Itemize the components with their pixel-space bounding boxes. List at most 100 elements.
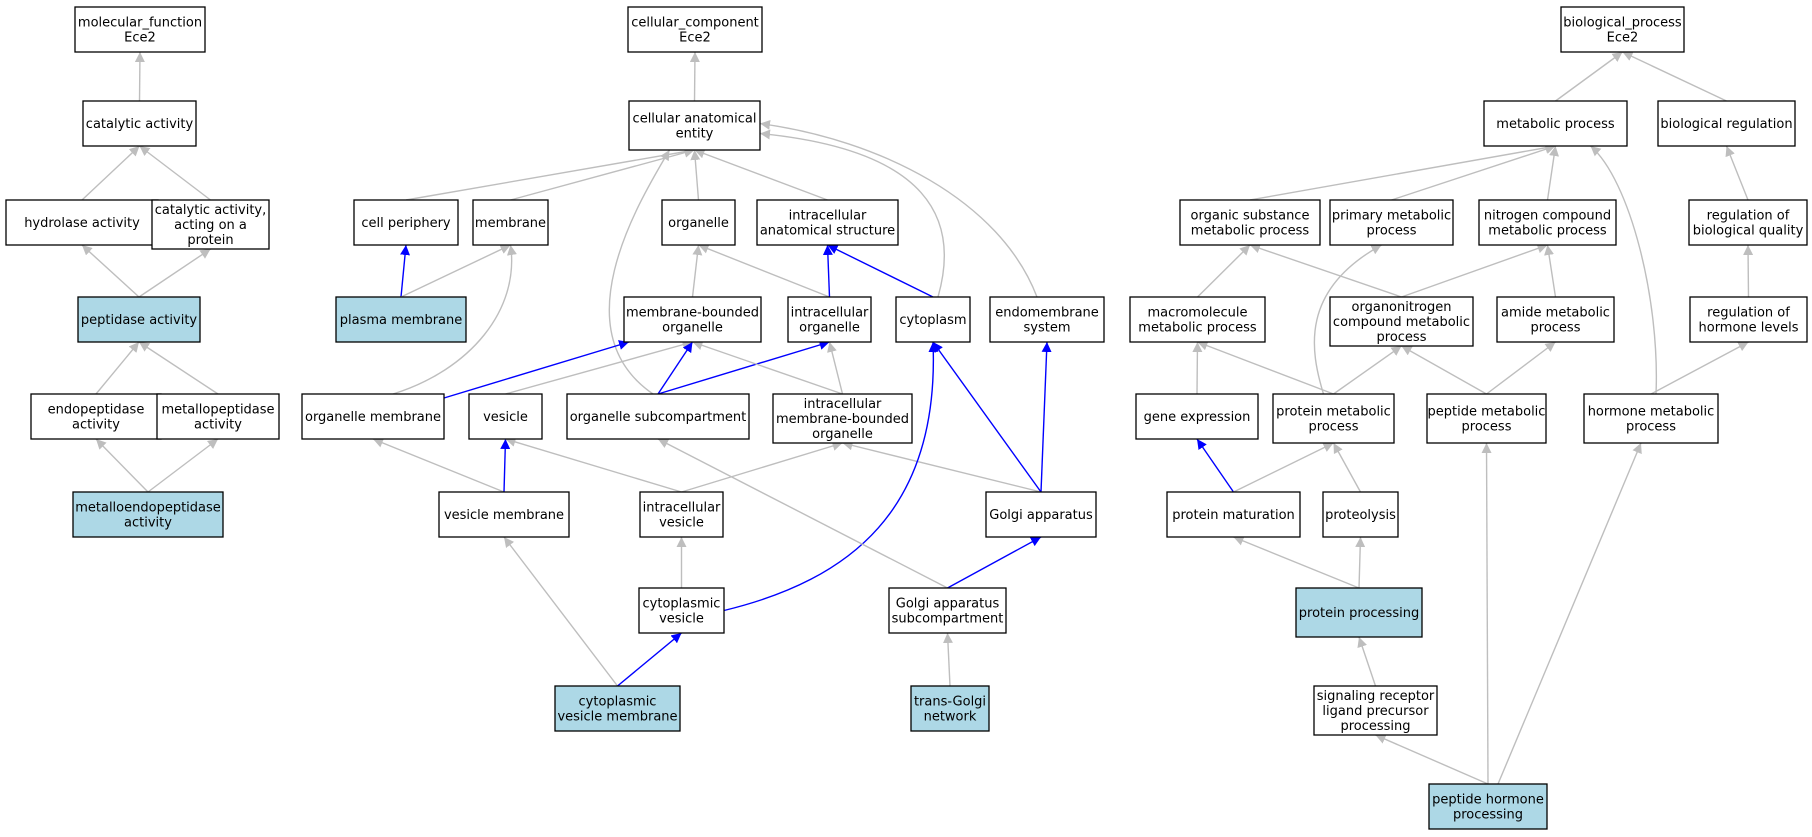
node-box — [74, 6, 206, 53]
edge-prot-to-protmp — [1332, 442, 1362, 493]
edge-rhl-to-rbq — [1743, 244, 1754, 298]
node-box — [156, 393, 280, 440]
node-label-line: process — [1626, 420, 1676, 435]
edge-org-to-cae — [690, 149, 701, 201]
edge-hmp-to-rhl — [1650, 341, 1749, 395]
edge-cper-to-cae — [405, 146, 695, 201]
edge-endo-to-pep — [95, 341, 140, 395]
edge-pep-to-catp — [138, 248, 211, 298]
node-box — [772, 393, 913, 444]
node-label-line: regulation of — [1707, 209, 1790, 224]
node-label-line: protein — [187, 233, 233, 248]
node-pep: peptidase activity — [77, 296, 201, 343]
node-label-line: subcompartment — [892, 612, 1004, 627]
edge-cvm-to-vmem — [503, 536, 619, 687]
edge-osub-to-cae — [608, 149, 671, 395]
edge-breg-to-bp — [1622, 51, 1727, 102]
node-org: organelle — [661, 199, 736, 246]
node-box — [1135, 393, 1259, 440]
edge-catp-to-cat — [139, 145, 211, 201]
node-label-line: organelle — [662, 321, 723, 336]
edge-pmp-to-metab — [1391, 144, 1556, 201]
node-label-line: Golgi apparatus — [896, 597, 1000, 612]
node-label-line: cytoplasmic — [579, 695, 657, 710]
node-label-line: processing — [1453, 808, 1523, 823]
edge-pepmp-to-oncmp — [1401, 345, 1487, 395]
node-label-line: metallopeptidase — [161, 403, 274, 418]
node-label-line: hormone metabolic — [1588, 405, 1715, 420]
edge-pmat-to-gexp — [1196, 438, 1235, 493]
node-box — [1322, 491, 1399, 538]
edge-hyd-to-cat — [81, 145, 140, 201]
node-box — [1166, 491, 1301, 538]
node-mem: membrane — [472, 199, 549, 246]
node-box — [1428, 783, 1548, 830]
node-box — [1129, 296, 1266, 343]
node-label-line: proteolysis — [1325, 508, 1396, 523]
edge-phproc-to-pepmp — [1481, 442, 1492, 785]
node-box — [1329, 296, 1474, 347]
node-pm: plasma membrane — [335, 296, 467, 343]
node-label-line: intracellular — [791, 306, 869, 321]
edge-tgn-to-gsub — [942, 632, 953, 687]
node-box — [1329, 199, 1454, 246]
node-box — [1478, 199, 1617, 246]
node-pproc: protein processing — [1295, 587, 1423, 638]
edge-gexp-to-mmp — [1192, 341, 1203, 395]
edge-ives-to-ves — [505, 437, 682, 493]
edge-golgi-to-imbo — [842, 440, 1042, 493]
node-label-line: compound metabolic — [1333, 315, 1470, 330]
edge-omem-to-mem — [392, 244, 517, 395]
edge-layer — [81, 51, 1754, 785]
node-label-line: regulation of — [1707, 306, 1790, 321]
edge-mmp-to-osmp — [1197, 244, 1251, 298]
node-box — [985, 491, 1097, 538]
node-box — [787, 296, 872, 343]
edge-osmp-to-metab — [1249, 142, 1556, 201]
node-osub: organelle subcompartment — [566, 393, 750, 440]
edge-imbo-to-io — [827, 341, 844, 395]
edge-vmem-to-omem — [372, 438, 505, 493]
node-label-line: vesicle — [659, 516, 704, 531]
node-label-line: metalloendopeptidase — [75, 501, 221, 516]
node-label-line: catalytic activity, — [155, 203, 267, 218]
edge-ves-to-mbo — [505, 339, 693, 395]
node-pmat: protein maturation — [1166, 491, 1301, 538]
node-box — [468, 393, 543, 440]
node-label-line: activity — [72, 418, 120, 433]
node-box — [30, 393, 162, 440]
edge-ias-to-cae — [694, 148, 828, 201]
edge-mem-to-cae — [510, 147, 695, 201]
edge-metp-to-pep — [138, 341, 219, 395]
node-box — [1657, 100, 1796, 147]
node-box — [82, 100, 197, 147]
node-box — [1272, 393, 1395, 444]
node-label-line: system — [1024, 321, 1071, 336]
node-box — [566, 393, 750, 440]
node-label-line: biological regulation — [1660, 117, 1792, 132]
edge-amp-to-ncmp — [1544, 244, 1557, 298]
node-label-line: peptide metabolic — [1428, 405, 1546, 420]
edge-pep-to-hyd — [81, 244, 140, 298]
node-omem: organelle membrane — [301, 393, 445, 440]
node-label-line: vesicle — [659, 612, 704, 627]
edge-cat-to-mf — [134, 51, 145, 102]
node-label-line: organelle — [812, 427, 873, 442]
node-label-line: entity — [676, 127, 714, 142]
node-label-line: organelle — [799, 321, 860, 336]
